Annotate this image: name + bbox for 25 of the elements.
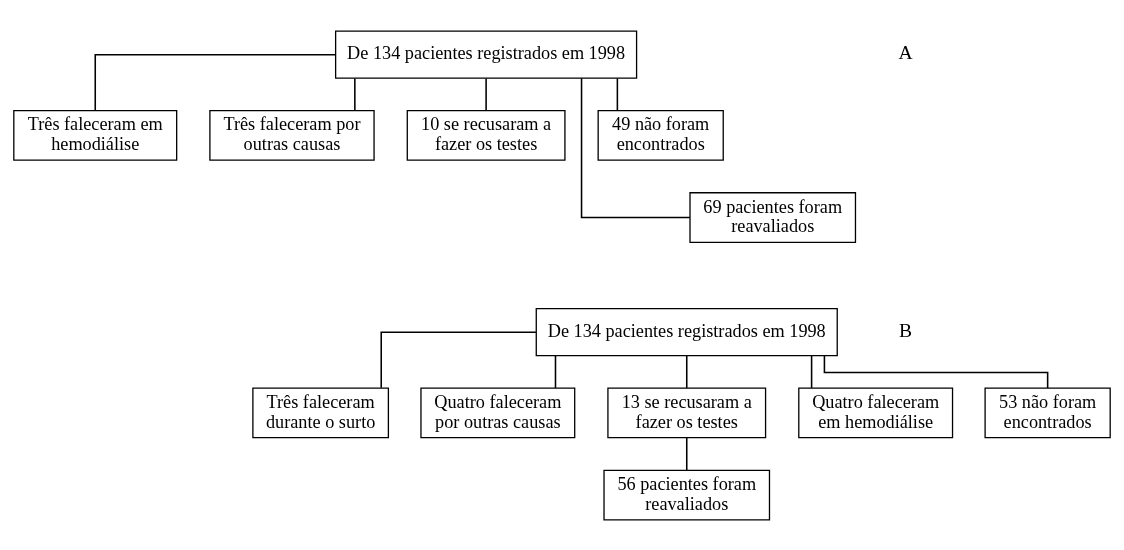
node-box: 13 se recusaram a fazer os testes: [607, 387, 767, 438]
node-box: Quatro faleceram em hemodiálise: [798, 387, 954, 438]
connector: [485, 77, 487, 111]
connector: [810, 354, 813, 389]
node-box: 49 não foram encontrados: [597, 109, 724, 161]
node-box: Três faleceram em hemodiálise: [13, 109, 178, 161]
connector: [580, 77, 691, 218]
connector: [380, 330, 537, 389]
node-box: De 134 pacientes registrados em 1998: [335, 30, 638, 79]
label: A: [898, 41, 913, 63]
node-box: De 134 pacientes registrados em 1998: [535, 307, 838, 356]
node-box: 10 se recusaram a fazer os testes: [406, 109, 566, 161]
connector: [354, 77, 356, 111]
node-box: 69 pacientes foram reavaliados: [689, 191, 857, 243]
connector: [554, 354, 557, 389]
node-box: 56 pacientes foram reavaliados: [603, 469, 771, 520]
node-box: 53 não foram encontrados: [984, 387, 1111, 438]
connector: [94, 53, 337, 111]
node-box: Três faleceram durante o surto: [252, 387, 390, 438]
connector: [685, 354, 688, 389]
node-box: Três faleceram por outras causas: [209, 109, 375, 161]
node-box: Quatro faleceram por outras causas: [420, 387, 576, 438]
connector: [685, 436, 688, 471]
connector: [616, 77, 619, 111]
label: B: [899, 319, 913, 341]
